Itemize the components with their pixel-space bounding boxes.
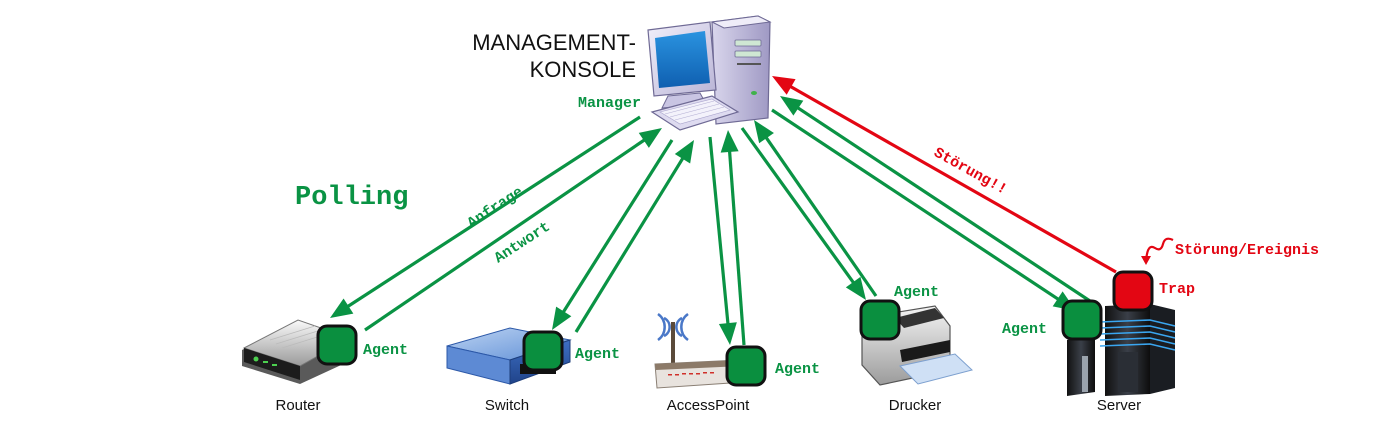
- arrow-router-response-head: [638, 128, 662, 148]
- device-label-switch: Switch: [485, 397, 529, 414]
- console-title-line2: KONSOLE: [530, 57, 636, 82]
- arrow-switch-request: [552, 139, 674, 330]
- agent-label-drucker: Agent: [894, 284, 939, 301]
- arrow-server-request-shaft: [771, 108, 1061, 302]
- console-title-line1: MANAGEMENT-: [472, 30, 636, 55]
- agent-label-switch: Agent: [575, 346, 620, 363]
- arrow-accesspoint-response: [720, 130, 746, 346]
- arrow-accesspoint-request: [708, 136, 737, 345]
- arrow-switch-response: [574, 140, 694, 333]
- arrow-drucker-response-shaft: [764, 135, 878, 297]
- agent-label-accesspoint: Agent: [775, 361, 820, 378]
- event-label: Störung/Ereignis: [1175, 242, 1319, 259]
- arrow-router-request-head: [330, 298, 354, 318]
- device-label-router: Router: [275, 397, 320, 414]
- lightning-arrow-icon: [1141, 237, 1174, 265]
- arrow-drucker-request-head: [845, 276, 866, 300]
- agent-box-accesspoint: [725, 345, 767, 387]
- device-label-accesspoint: AccessPoint: [667, 397, 750, 414]
- agent-box-switch: [522, 330, 564, 372]
- arrow-trap-stoerung-shaft: [788, 84, 1117, 274]
- arrow-accesspoint-request-head: [718, 322, 737, 345]
- arrow-server-response-shaft: [795, 105, 1091, 303]
- agent-label-router: Agent: [363, 342, 408, 359]
- arrows-layer: [330, 76, 1117, 346]
- arrow-router-response-shaft: [364, 137, 647, 332]
- agent-box-server: [1061, 299, 1103, 341]
- agent-boxes: [316, 270, 1154, 387]
- arrow-server-response-head: [780, 96, 804, 116]
- arrow-accesspoint-response-shaft: [727, 149, 746, 346]
- arrow-switch-request-head: [552, 306, 572, 330]
- desktop-computer-icon: [647, 15, 772, 131]
- printer-icon: [861, 305, 974, 386]
- antwort-label: Antwort: [491, 219, 553, 268]
- polling-title: Polling: [295, 183, 408, 213]
- arrow-switch-request-shaft: [561, 139, 674, 314]
- arrow-router-request: [330, 115, 641, 318]
- arrow-server-response: [780, 96, 1091, 303]
- server-rack-icon: [1067, 304, 1176, 396]
- agent-label-server: Agent: [1002, 321, 1047, 338]
- wireless-access-point-icon: [654, 312, 746, 389]
- arrow-switch-response-shaft: [574, 156, 685, 333]
- device-labels: Router Switch AccessPoint Drucker Server: [275, 397, 1141, 414]
- trap-label: Trap: [1159, 281, 1195, 298]
- agent-box-router: [316, 324, 358, 366]
- arrow-router-request-shaft: [345, 115, 641, 309]
- device-label-drucker: Drucker: [889, 397, 942, 414]
- trap-box-server: [1112, 270, 1154, 312]
- arrow-switch-response-head: [674, 140, 694, 164]
- agent-box-drucker: [859, 299, 901, 341]
- console-title: MANAGEMENT- KONSOLE: [472, 30, 636, 82]
- arrow-accesspoint-response-head: [720, 130, 739, 153]
- device-label-server: Server: [1097, 397, 1141, 414]
- arrow-drucker-response-head: [754, 120, 774, 144]
- arrow-trap-stoerung-head: [772, 76, 796, 95]
- arrow-drucker-response: [754, 120, 878, 297]
- agent-labels: Agent Agent Agent Agent Agent: [363, 284, 1047, 378]
- arrow-drucker-request: [740, 127, 866, 300]
- arrow-accesspoint-request-shaft: [708, 136, 730, 326]
- arrow-trap-stoerung: [772, 76, 1117, 274]
- arrow-drucker-request-shaft: [740, 127, 856, 285]
- manager-label: Manager: [578, 95, 641, 112]
- arrow-router-response: [364, 128, 662, 332]
